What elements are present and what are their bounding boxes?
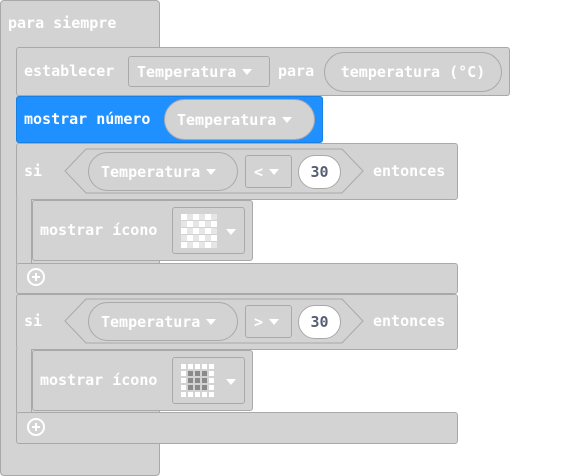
temperature-reporter[interactable]: temperatura (°C) [324, 52, 502, 92]
show-number-label-1: mostrar [24, 110, 88, 128]
if-1-left-text: Temperatura [101, 162, 201, 181]
caret-down-icon [226, 229, 236, 235]
if-1-then-label: entonces [373, 162, 446, 180]
show-icon-2-label: mostrar ícono [40, 371, 158, 389]
set-label: establecer [24, 62, 115, 80]
temperature-reporter-text: temperatura (°C) [340, 63, 486, 81]
show-number-value-text: Temperatura [177, 110, 277, 129]
if-1-left-reporter[interactable]: Temperatura [88, 152, 238, 191]
add-circle-icon[interactable] [27, 268, 45, 286]
caret-down-icon [282, 116, 293, 123]
if-block-1-bottom [16, 263, 458, 294]
forever-label: para siempre [8, 14, 117, 32]
icon-picker-2[interactable] [172, 357, 245, 404]
if-2-operator-text: > [254, 312, 264, 331]
checkerboard-icon [181, 214, 217, 248]
if-block-2-side [16, 349, 32, 413]
if-1-number-input[interactable]: 30 [298, 155, 341, 189]
if-2-then-label: entonces [373, 312, 446, 330]
add-circle-icon[interactable] [27, 418, 45, 436]
if-1-operator-dropdown[interactable]: < [245, 155, 292, 188]
if-2-operator-dropdown[interactable]: > [245, 305, 292, 338]
set-variable-dropdown[interactable]: Temperatura [128, 56, 270, 87]
caret-down-icon [226, 379, 236, 385]
caret-down-icon [242, 68, 253, 75]
if-2-si-label: si [24, 312, 43, 330]
set-variable-dropdown-text: Temperatura [137, 62, 237, 81]
caret-down-icon [206, 318, 217, 325]
show-number-label-2: número [96, 110, 151, 128]
set-to-label: para [278, 62, 315, 80]
if-block-1-side [16, 199, 32, 264]
show-number-label: mostrar número [24, 109, 150, 129]
caret-down-icon [206, 168, 217, 175]
if-block-2-bottom [16, 412, 458, 444]
icon-picker-1[interactable] [172, 207, 245, 254]
caret-down-icon [269, 168, 280, 175]
if-1-operator-text: < [254, 162, 264, 181]
if-1-si-label: si [24, 162, 43, 180]
show-number-value-reporter[interactable]: Temperatura [164, 99, 315, 140]
if-2-number-input[interactable]: 30 [298, 305, 341, 339]
caret-down-icon [269, 318, 280, 325]
if-2-left-reporter[interactable]: Temperatura [88, 302, 238, 341]
grid-led-icon [181, 364, 214, 397]
if-2-left-text: Temperatura [101, 312, 201, 331]
show-icon-1-label: mostrar ícono [40, 221, 158, 239]
